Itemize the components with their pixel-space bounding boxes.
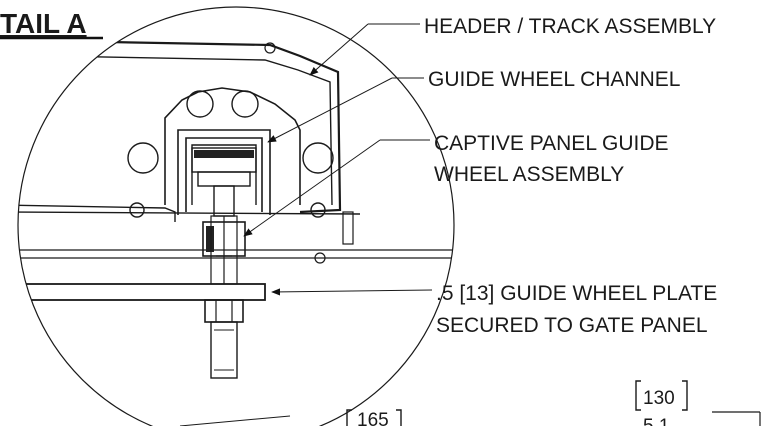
guide-wheel-channel <box>177 129 271 215</box>
callout-guide-wheel-channel: GUIDE WHEEL CHANNEL <box>428 68 680 91</box>
callout-plate-line2: SECURED TO GATE PANEL <box>436 314 708 337</box>
captive-panel-guide-wheel <box>191 147 257 285</box>
bolt-head-left <box>129 202 145 218</box>
dimension-165-label: 165 <box>357 410 389 426</box>
bracket-hole-top-left <box>186 90 214 118</box>
detail-circle <box>17 6 455 426</box>
leader-header-track <box>309 23 420 76</box>
header-track-assembly <box>18 38 454 259</box>
dimension-130-label: 130 <box>643 388 675 409</box>
detail-title: TAIL A <box>0 8 87 39</box>
callout-plate-line1: .5 [13] GUIDE WHEEL PLATE <box>436 282 717 305</box>
bracket-hole-left <box>127 142 159 174</box>
dimension-165: 165 <box>179 409 402 426</box>
mounting-bracket <box>127 42 334 264</box>
callout-captive-panel-line2: WHEEL ASSEMBLY <box>434 163 624 186</box>
callout-captive-panel-line1: CAPTIVE PANEL GUIDE <box>434 132 669 155</box>
bolt-head-right <box>310 202 326 218</box>
dimension-5-1-label: 5.1 <box>643 416 669 426</box>
bracket-hole-right <box>302 142 334 174</box>
leader-captive-panel <box>243 139 430 237</box>
leader-plate <box>271 288 433 296</box>
guide-wheel-plate <box>18 283 266 301</box>
leader-guide-wheel-channel <box>267 77 424 143</box>
bracket-hole-top-right <box>231 90 259 118</box>
dimension-130: 130 5.1 <box>635 380 761 426</box>
assembly-geometry <box>18 38 454 379</box>
callout-header-track: HEADER / TRACK ASSEMBLY <box>424 15 716 38</box>
threaded-stud <box>204 299 244 379</box>
